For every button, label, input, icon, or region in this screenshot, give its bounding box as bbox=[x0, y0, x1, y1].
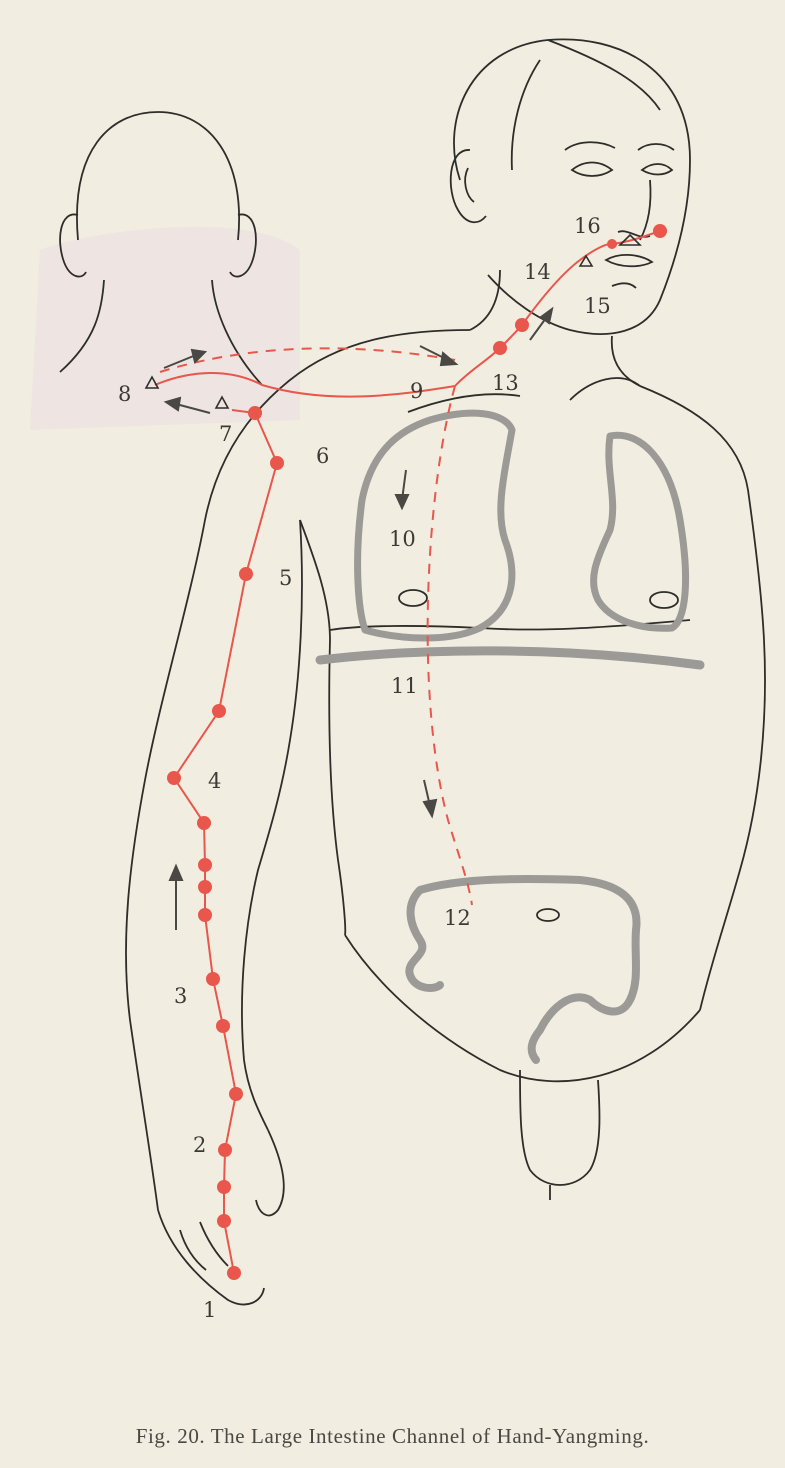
arrow-icon bbox=[420, 346, 456, 365]
left-nipple bbox=[399, 590, 427, 606]
ear-inner bbox=[465, 168, 474, 202]
hairline bbox=[512, 60, 540, 170]
figure-caption: Fig. 20. The Large Intestine Channel of … bbox=[0, 1424, 785, 1449]
acupoint bbox=[212, 704, 226, 718]
acupoint bbox=[653, 224, 667, 238]
label-point-10: 10 bbox=[389, 527, 416, 551]
right-lung bbox=[594, 435, 686, 628]
acupoint bbox=[206, 972, 220, 986]
label-point-1: 1 bbox=[203, 1298, 216, 1322]
arrow-icon bbox=[170, 866, 182, 930]
arm-outer-edge bbox=[126, 520, 205, 1210]
pelvis-outline bbox=[345, 935, 700, 1081]
acupoint bbox=[227, 1266, 241, 1280]
genitals-outline bbox=[520, 1070, 600, 1185]
finger-crease-1 bbox=[180, 1230, 206, 1270]
acupoint bbox=[493, 341, 507, 355]
navel bbox=[537, 909, 559, 921]
acupoint bbox=[515, 318, 529, 332]
channel-internal-branch bbox=[428, 386, 472, 905]
right-shoulder bbox=[640, 386, 764, 640]
back-head-outline bbox=[77, 112, 239, 240]
right-nipple bbox=[650, 592, 678, 608]
label-point-3: 3 bbox=[174, 984, 187, 1008]
acupoint bbox=[198, 880, 212, 894]
acupoint bbox=[217, 1214, 231, 1228]
acupoint bbox=[198, 908, 212, 922]
arm-inner-edge bbox=[242, 520, 302, 1130]
acupoint bbox=[248, 406, 262, 420]
label-point-5: 5 bbox=[279, 566, 292, 590]
acupoint bbox=[167, 771, 181, 785]
acupoint bbox=[218, 1143, 232, 1157]
left-eye bbox=[642, 164, 672, 175]
shading bbox=[30, 227, 300, 430]
hair-part bbox=[548, 40, 660, 110]
label-point-8: 8 bbox=[118, 382, 131, 406]
label-point-16: 16 bbox=[574, 214, 601, 238]
acupoint bbox=[229, 1087, 243, 1101]
acupoint bbox=[198, 858, 212, 872]
finger-crease-2 bbox=[200, 1222, 228, 1266]
hand-back bbox=[158, 1210, 264, 1304]
label-point-15: 15 bbox=[584, 294, 611, 318]
neck-left bbox=[470, 270, 500, 330]
label-point-14: 14 bbox=[524, 260, 551, 284]
acupoint bbox=[607, 239, 617, 249]
acupoint bbox=[239, 567, 253, 581]
chin-mark bbox=[612, 283, 636, 288]
thumb bbox=[256, 1130, 284, 1215]
arrow-icon bbox=[424, 780, 436, 816]
torso-left-upper bbox=[300, 520, 330, 640]
left-lung bbox=[358, 413, 512, 638]
torso-left-side bbox=[329, 640, 345, 935]
label-point-6: 6 bbox=[316, 444, 329, 468]
right-clavicle bbox=[570, 378, 640, 400]
acupoint bbox=[217, 1180, 231, 1194]
nose-bridge bbox=[640, 180, 651, 240]
label-point-7: 7 bbox=[219, 422, 232, 446]
left-clavicle bbox=[408, 394, 520, 412]
left-brow bbox=[638, 144, 674, 150]
label-point-11: 11 bbox=[391, 674, 418, 698]
label-point-4: 4 bbox=[208, 769, 221, 793]
label-point-12: 12 bbox=[444, 906, 471, 930]
organs bbox=[320, 413, 700, 1060]
label-point-2: 2 bbox=[193, 1133, 206, 1157]
right-eye bbox=[572, 163, 612, 177]
acupoint bbox=[270, 456, 284, 470]
acupoint bbox=[197, 816, 211, 830]
label-point-9: 9 bbox=[410, 379, 423, 403]
torso-right-side bbox=[700, 640, 765, 1010]
label-point-13: 13 bbox=[492, 371, 519, 395]
right-brow bbox=[565, 142, 615, 150]
diaphragm bbox=[320, 651, 700, 665]
head-outline bbox=[454, 39, 690, 334]
mouth bbox=[606, 255, 652, 266]
arrow-icon bbox=[396, 470, 408, 508]
acupoint bbox=[216, 1019, 230, 1033]
